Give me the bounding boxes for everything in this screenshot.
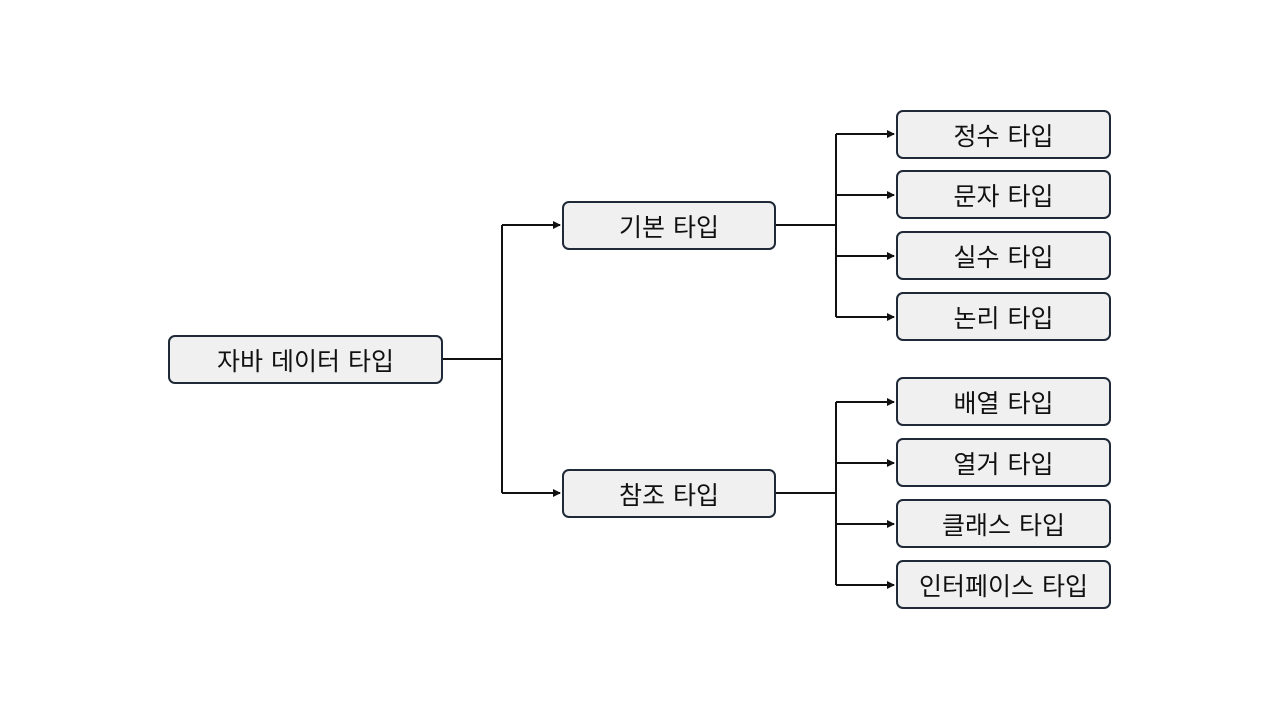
node-array-type: 배열 타입 bbox=[896, 377, 1111, 426]
node-java-data-types: 자바 데이터 타입 bbox=[168, 335, 443, 384]
node-enum-type: 열거 타입 bbox=[896, 438, 1111, 487]
node-primitive-types: 기본 타입 bbox=[562, 201, 776, 250]
node-character-type: 문자 타입 bbox=[896, 170, 1111, 219]
node-interface-type: 인터페이스 타입 bbox=[896, 560, 1111, 609]
node-boolean-type: 논리 타입 bbox=[896, 292, 1111, 341]
node-class-type: 클래스 타입 bbox=[896, 499, 1111, 548]
node-floating-type: 실수 타입 bbox=[896, 231, 1111, 280]
node-integer-type: 정수 타입 bbox=[896, 110, 1111, 159]
node-reference-types: 참조 타입 bbox=[562, 469, 776, 518]
